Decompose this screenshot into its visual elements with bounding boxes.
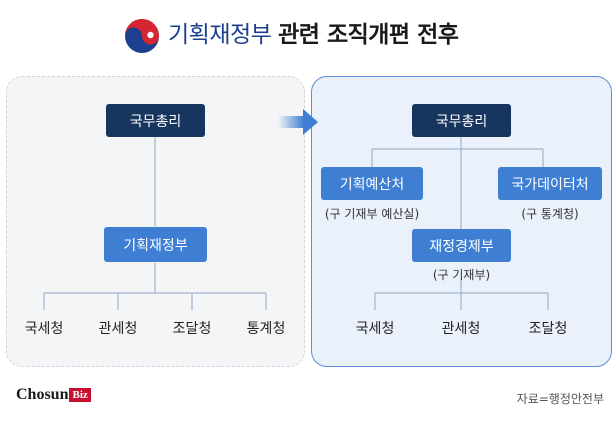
after-data-office-box: 국가데이터처 xyxy=(498,167,602,200)
before-mof-box: 기획재정부 xyxy=(104,227,207,262)
after-agency-customs: 관세청 xyxy=(441,321,481,337)
title-org: 기획재정부 xyxy=(168,22,272,48)
before-prime-minister-box: 국무총리 xyxy=(106,104,205,137)
after-finance-economy-note: (구 기재부) xyxy=(432,268,491,282)
page-title: 기획재정부 관련 조직개편 전후 xyxy=(168,20,459,50)
after-agency-nts: 국세청 xyxy=(355,321,395,337)
title-rest: 관련 조직개편 전후 xyxy=(278,22,459,48)
source-credit: 자료=행정안전부 xyxy=(516,392,604,406)
transition-arrow-icon xyxy=(278,109,318,135)
after-data-office-note: (구 통계청) xyxy=(521,207,579,221)
brand-main: Chosun xyxy=(16,386,69,403)
header: 기획재정부 관련 조직개편 전후 xyxy=(0,18,616,54)
after-prime-minister-box: 국무총리 xyxy=(412,104,511,137)
after-budget-office-note: (구 기재부 예산실) xyxy=(324,207,420,221)
before-agency-procurement: 조달청 xyxy=(172,321,212,337)
before-agency-statistics: 통계청 xyxy=(246,321,286,337)
before-agency-nts: 국세청 xyxy=(24,321,64,337)
after-budget-office-box: 기획예산처 xyxy=(321,167,423,200)
after-finance-economy-box: 재정경제부 xyxy=(412,229,511,262)
after-agency-procurement: 조달청 xyxy=(528,321,568,337)
brand-badge: Biz xyxy=(69,388,91,402)
before-agency-customs: 관세청 xyxy=(98,321,138,337)
government-emblem-icon xyxy=(125,19,159,53)
